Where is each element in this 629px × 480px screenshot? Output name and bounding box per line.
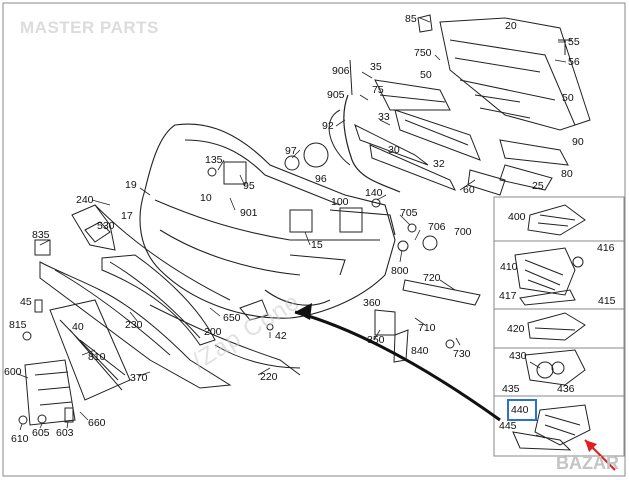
part-45-shape — [34, 299, 43, 313]
part-700-shape — [422, 235, 438, 251]
wiring-harness-92 — [343, 94, 401, 193]
part-label-50: 50 — [420, 69, 432, 81]
part-15-shape — [289, 209, 313, 233]
part-label-905: 905 — [327, 89, 345, 101]
highlight-box-440 — [507, 399, 537, 421]
part-label-417: 417 — [499, 290, 517, 302]
part-label-56: 56 — [568, 56, 580, 68]
part-label-730: 730 — [453, 348, 471, 360]
part-label-600: 600 — [4, 366, 22, 378]
part-label-800: 800 — [391, 265, 409, 277]
part-label-650: 650 — [223, 312, 241, 324]
part-label-85: 85 — [405, 13, 417, 25]
part-label-350: 350 — [367, 334, 385, 346]
part-label-55: 55 — [568, 36, 580, 48]
part-label-80: 80 — [561, 168, 573, 180]
part-530-shape — [84, 221, 111, 243]
part-label-706: 706 — [428, 221, 446, 233]
part-label-42: 42 — [275, 330, 287, 342]
part-label-445: 445 — [499, 420, 517, 432]
part-label-416: 416 — [597, 242, 615, 254]
part-label-19: 19 — [125, 179, 137, 191]
part-label-700: 700 — [454, 226, 472, 238]
part-720-shape — [402, 279, 481, 306]
part-label-20: 20 — [505, 20, 517, 32]
part-label-370: 370 — [130, 372, 148, 384]
part-label-605: 605 — [32, 427, 50, 439]
leader-lines — [17, 17, 567, 439]
part-label-25: 25 — [532, 180, 544, 192]
part-label-33: 33 — [378, 111, 390, 123]
part-label-60: 60 — [463, 184, 475, 196]
part-label-415: 415 — [598, 295, 616, 307]
panel-part-sketches — [512, 204, 591, 451]
part-label-10: 10 — [200, 192, 212, 204]
bumper-cover-10 — [139, 123, 396, 319]
part-label-30: 30 — [388, 144, 400, 156]
part-label-815: 815 — [9, 319, 27, 331]
part-97-shape — [284, 155, 300, 171]
panel-440 — [493, 395, 625, 457]
part-label-90: 90 — [572, 136, 584, 148]
part-label-96: 96 — [315, 173, 327, 185]
part-label-840: 840 — [411, 345, 429, 357]
lower-spoiler-parts — [24, 204, 301, 426]
part-label-430: 430 — [509, 350, 527, 362]
part-label-35: 35 — [370, 61, 382, 73]
part-label-710: 710 — [418, 322, 436, 334]
part-label-660: 660 — [88, 417, 106, 429]
part-label-32: 32 — [433, 158, 445, 170]
part-label-135: 135 — [205, 154, 223, 166]
part-label-220: 220 — [260, 371, 278, 383]
part-label-230: 230 — [125, 319, 143, 331]
upper-brackets — [354, 79, 506, 196]
cross-member-20 — [439, 17, 591, 191]
red-pointer-head — [585, 440, 597, 452]
part-label-360: 360 — [363, 297, 381, 309]
callout-arrow-head — [295, 303, 312, 320]
part-label-410: 410 — [500, 261, 518, 273]
part-label-720: 720 — [423, 272, 441, 284]
part-96-shape — [303, 142, 329, 168]
part-label-95: 95 — [243, 180, 255, 192]
part-603-shape — [64, 407, 74, 423]
part-label-750: 750 — [414, 47, 432, 59]
callout-arrow-line — [294, 310, 501, 422]
part-label-810: 810 — [88, 351, 106, 363]
part-label-40: 40 — [72, 321, 84, 333]
part-label-530: 530 — [97, 220, 115, 232]
detail-panels — [493, 196, 625, 457]
part-label-436: 436 — [557, 383, 575, 395]
brand-watermark: MASTER PARTS — [20, 18, 159, 37]
part-label-15: 15 — [311, 239, 323, 251]
part-label-140: 140 — [365, 187, 383, 199]
part-label-45: 45 — [20, 296, 32, 308]
part-label-75: 75 — [372, 84, 384, 96]
part-label-906: 906 — [332, 65, 350, 77]
part-label-435: 435 — [502, 383, 520, 395]
part-140-shape — [371, 198, 381, 208]
part-label-440: 440 — [511, 404, 529, 416]
part-label-705: 705 — [400, 207, 418, 219]
part-label-17: 17 — [121, 210, 133, 222]
part-label-100: 100 — [331, 196, 349, 208]
part-95-shape — [223, 161, 247, 185]
part-label-200: 200 — [204, 326, 222, 338]
part-label-901: 901 — [240, 207, 258, 219]
part-label-835: 835 — [32, 229, 50, 241]
part-label-400: 400 — [508, 211, 526, 223]
part-label-50-right: 50 — [562, 92, 574, 104]
part-label-97: 97 — [285, 145, 297, 157]
part-42-shape — [266, 323, 274, 331]
part-label-420: 420 — [507, 323, 525, 335]
corner-logo: BAZAR — [556, 453, 619, 473]
part-100-shape — [339, 207, 363, 233]
part-label-240: 240 — [76, 194, 94, 206]
part-label-603: 603 — [56, 427, 74, 439]
part-label-92: 92 — [322, 120, 334, 132]
part-label-610: 610 — [11, 433, 29, 445]
